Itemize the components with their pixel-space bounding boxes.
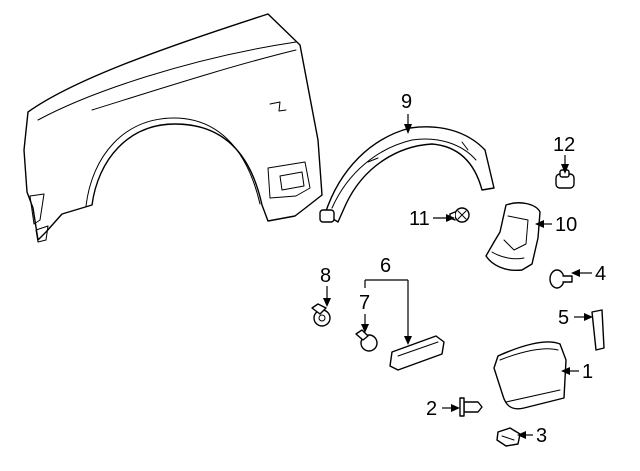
callout-12: 12 bbox=[553, 134, 575, 156]
front-fender bbox=[23, 13, 323, 243]
callout-7: 7 bbox=[359, 292, 370, 314]
callout-4: 4 bbox=[595, 263, 606, 285]
callout-3: 3 bbox=[536, 425, 547, 447]
part-6-molding bbox=[389, 335, 445, 371]
callout-5: 5 bbox=[558, 307, 569, 329]
part-10-mud-guard bbox=[485, 202, 541, 272]
part-7-clip bbox=[355, 329, 378, 352]
callout-labels: 9 12 11 10 4 8 6 5 7 1 2 3 bbox=[320, 91, 606, 447]
leader-lines bbox=[323, 114, 593, 439]
callout-6: 6 bbox=[380, 255, 391, 277]
callout-1: 1 bbox=[582, 361, 593, 383]
callout-9: 9 bbox=[401, 91, 412, 113]
part-3-clip bbox=[496, 427, 521, 447]
part-4-fastener bbox=[549, 269, 573, 289]
callout-10: 10 bbox=[555, 214, 577, 236]
part-8-clip bbox=[311, 303, 331, 327]
callout-2: 2 bbox=[426, 398, 437, 420]
part-1-cover bbox=[493, 341, 567, 410]
callout-11: 11 bbox=[409, 208, 430, 230]
part-2-screw bbox=[459, 397, 483, 417]
part-11-screw bbox=[449, 207, 470, 223]
callout-8: 8 bbox=[320, 265, 331, 287]
part-9-fender-liner bbox=[319, 126, 495, 223]
part-5-seal bbox=[591, 309, 605, 351]
